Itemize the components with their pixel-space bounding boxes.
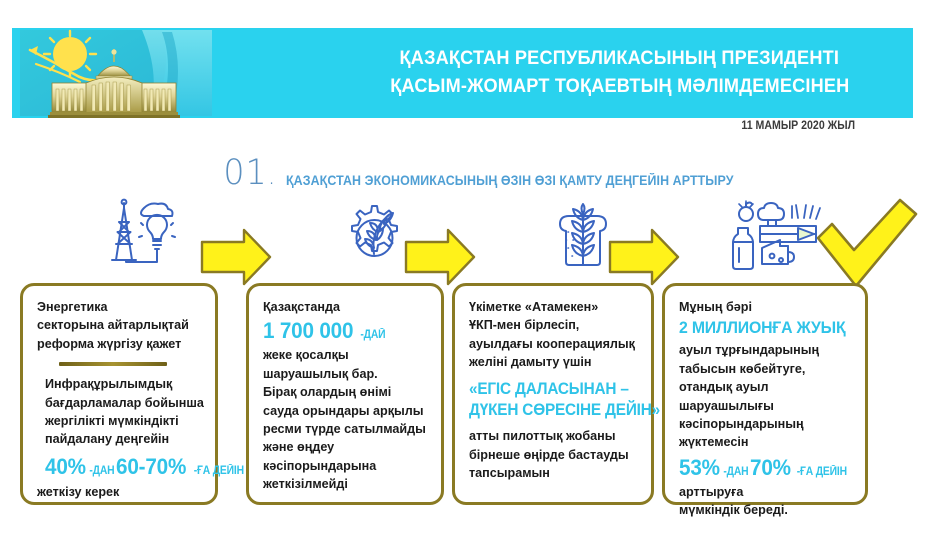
card-energy-paragraph-2: Инфрақұрылымдық бағдарламалар бойынша же… <box>45 377 204 447</box>
card-cooperation-highlight-line-2: ДҮКЕН СӨРЕСІНЕ ДЕЙІН» <box>469 400 660 419</box>
card-households-highlight-suffix: -ДАЙ <box>360 329 386 342</box>
grocery-basket-icon <box>728 198 838 278</box>
header-title-line-2: ҚАСЫМ-ЖОМАРТ ТОҚАЕВТЫҢ МӘЛІМДЕМЕСІНЕН <box>389 75 850 97</box>
card-energy-paragraph-3: жеткізу керек <box>37 484 120 499</box>
card-cooperation: Үкіметке «Атамекен» ҰКП-мен бірлесіп, ау… <box>452 283 660 505</box>
header-title-line-1: ҚАЗАҚСТАН РЕСПУБЛИКАСЫНЫҢ ПРЕЗИДЕНТІ <box>399 47 840 70</box>
card-result-paragraph-3: арттыруға мүмкіндік береді. <box>679 484 788 518</box>
card-result-highlight-value-1: 53% <box>679 454 720 480</box>
card-result-paragraph-2: ауыл тұрғындарының табысын көбейтуге, от… <box>679 343 820 450</box>
card-result-highlight-suffix-1: -ДАН <box>723 465 749 478</box>
card-result-highlight-top: 2 МИЛЛИОНҒА ЖУЫҚ <box>679 317 855 339</box>
card-result-highlight-line: 2 МИЛЛИОНҒА ЖУЫҚ <box>679 318 846 338</box>
card-result-highlight-range: 53%-ДАН 70% -ҒА ДЕЙІН <box>679 455 855 481</box>
card-energy-highlight: 40%-ДАН 60-70% -ҒА ДЕЙІН <box>37 453 244 480</box>
card-result: Мұның бәрі 2 МИЛЛИОНҒА ЖУЫҚ ауыл тұрғынд… <box>662 283 868 517</box>
bread-wheat-icon <box>540 198 626 278</box>
section-number: 01. <box>223 153 277 193</box>
card-energy-highlight-value-2: 60-70% <box>116 453 187 479</box>
power-tower-lightbulb-icon <box>98 198 184 278</box>
card-cooperation-paragraph-2: атты пилоттық жобаны бірнеше өңірде баст… <box>469 429 629 481</box>
card-cooperation-paragraph-1: Үкіметке «Атамекен» ҰКП-мен бірлесіп, ау… <box>469 300 635 370</box>
card-energy-highlight-value-1: 40% <box>45 453 86 479</box>
header-banner: ҚАЗАҚСТАН РЕСПУБЛИКАСЫНЫҢ ПРЕЗИДЕНТІ ҚАС… <box>12 28 913 118</box>
flow-arrow-2 <box>404 226 476 288</box>
card-result-paragraph-1: Мұның бәрі <box>679 300 752 314</box>
card-energy-highlight-suffix-1: -ДАН <box>89 464 115 477</box>
card-result-highlight-suffix-2: -ҒА ДЕЙІН <box>796 465 847 478</box>
card-result-highlight-value-2: 70% <box>750 454 792 480</box>
header-date: 11 МАМЫР 2020 ЖЫЛ <box>741 120 855 132</box>
flow-arrow-1 <box>200 226 272 288</box>
card-households-highlight: 1 700 000 -ДАЙ <box>263 318 431 344</box>
card-households-paragraph-2: жеке қосалқы шаруашылық бар. Бірақ олард… <box>263 348 426 491</box>
card-energy-divider <box>59 362 167 367</box>
card-households-paragraph-1: Қазақстанда <box>263 300 341 314</box>
card-cooperation-highlight: «ЕГІС ДАЛАСЫНАН – ДҮКЕН СӨРЕСІНЕ ДЕЙІН» <box>469 379 660 422</box>
card-households-highlight-value: 1 700 000 <box>263 318 354 344</box>
card-energy-paragraph-1: Энергетика секторына айтарлықтай реформа… <box>37 300 189 351</box>
flow-arrow-3 <box>608 226 680 288</box>
card-cooperation-highlight-line-1: «ЕГІС ДАЛАСЫНАН – <box>469 379 629 398</box>
card-households: Қазақстанда 1 700 000 -ДАЙ жеке қосалқы ш… <box>246 283 444 505</box>
akorda-palace-icon <box>34 49 194 118</box>
section-title: ҚАЗАҚСТАН ЭКОНОМИКАСЫНЫҢ ӨЗІН ӨЗІ ҚАМТУ … <box>285 173 734 188</box>
card-energy-highlight-suffix-2: -ҒА ДЕЙІН <box>193 464 244 477</box>
header-title-group: ҚАЗАҚСТАН РЕСПУБЛИКАСЫНЫҢ ПРЕЗИДЕНТІ ҚАС… <box>332 28 907 118</box>
card-energy: Энергетика секторына айтарлықтай реформа… <box>20 283 244 505</box>
gear-wheat-icon <box>330 198 416 278</box>
section-heading: 01. ҚАЗАҚСТАН ЭКОНОМИКАСЫНЫҢ ӨЗІН ӨЗІ ҚА… <box>222 156 772 191</box>
